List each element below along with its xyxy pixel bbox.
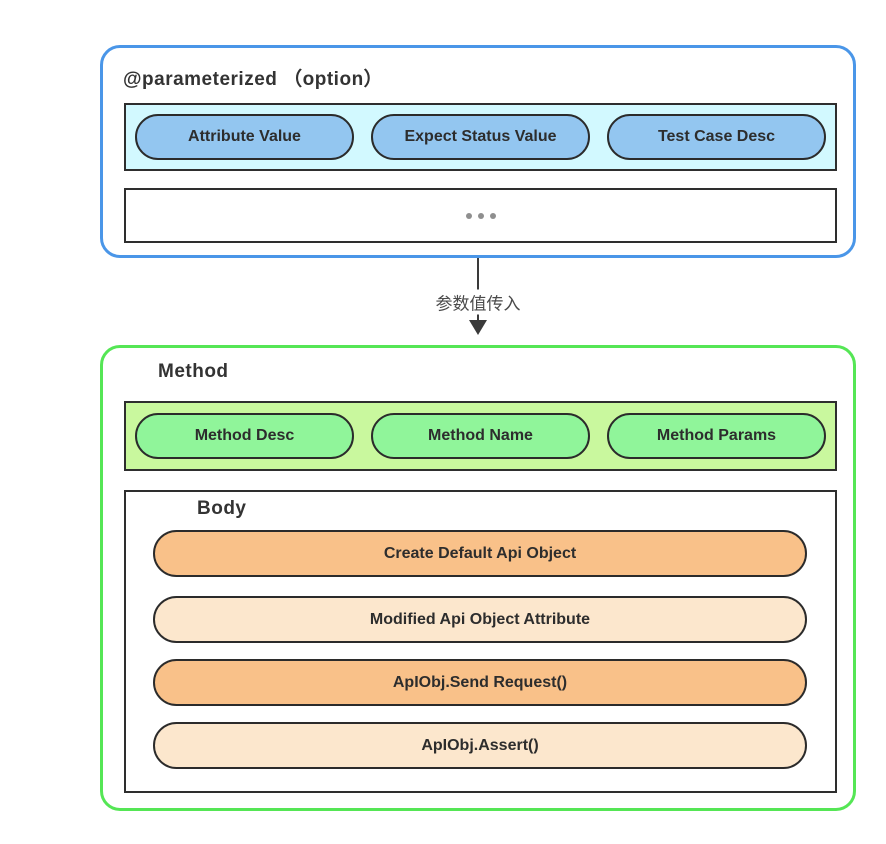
ellipsis-icon xyxy=(477,212,484,219)
parameterized-box: @parameterized （option） Attribute Value … xyxy=(100,45,856,258)
step-apiobj-assert: ApIObj.Assert() xyxy=(153,722,807,769)
pill-method-desc: Method Desc xyxy=(135,413,354,459)
step-create-default-api-object: Create Default Api Object xyxy=(153,530,807,577)
body-title: Body xyxy=(197,498,247,519)
method-box: Method Method Desc Method Name Method Pa… xyxy=(100,345,856,811)
method-signature-strip: Method Desc Method Name Method Params xyxy=(124,401,837,471)
pill-attribute-value: Attribute Value xyxy=(135,114,354,160)
arrow-down-icon xyxy=(469,320,487,335)
step-apiobj-send-request: ApIObj.Send Request() xyxy=(153,659,807,706)
ellipsis-icon xyxy=(489,212,496,219)
step-modified-api-object-attribute: Modified Api Object Attribute xyxy=(153,596,807,643)
method-title: Method xyxy=(158,361,229,382)
pill-method-name: Method Name xyxy=(371,413,590,459)
pill-expect-status-value: Expect Status Value xyxy=(371,114,590,160)
more-parameters-box xyxy=(124,188,837,243)
parameter-strip: Attribute Value Expect Status Value Test… xyxy=(124,103,837,171)
ellipsis-icon xyxy=(465,212,472,219)
pill-method-params: Method Params xyxy=(607,413,826,459)
method-body-box: Body Create Default Api Object Modified … xyxy=(124,490,837,793)
arrow-label: 参数值传入 xyxy=(430,289,526,315)
parameterized-title: @parameterized （option） xyxy=(123,69,384,90)
pill-test-case-desc: Test Case Desc xyxy=(607,114,826,160)
